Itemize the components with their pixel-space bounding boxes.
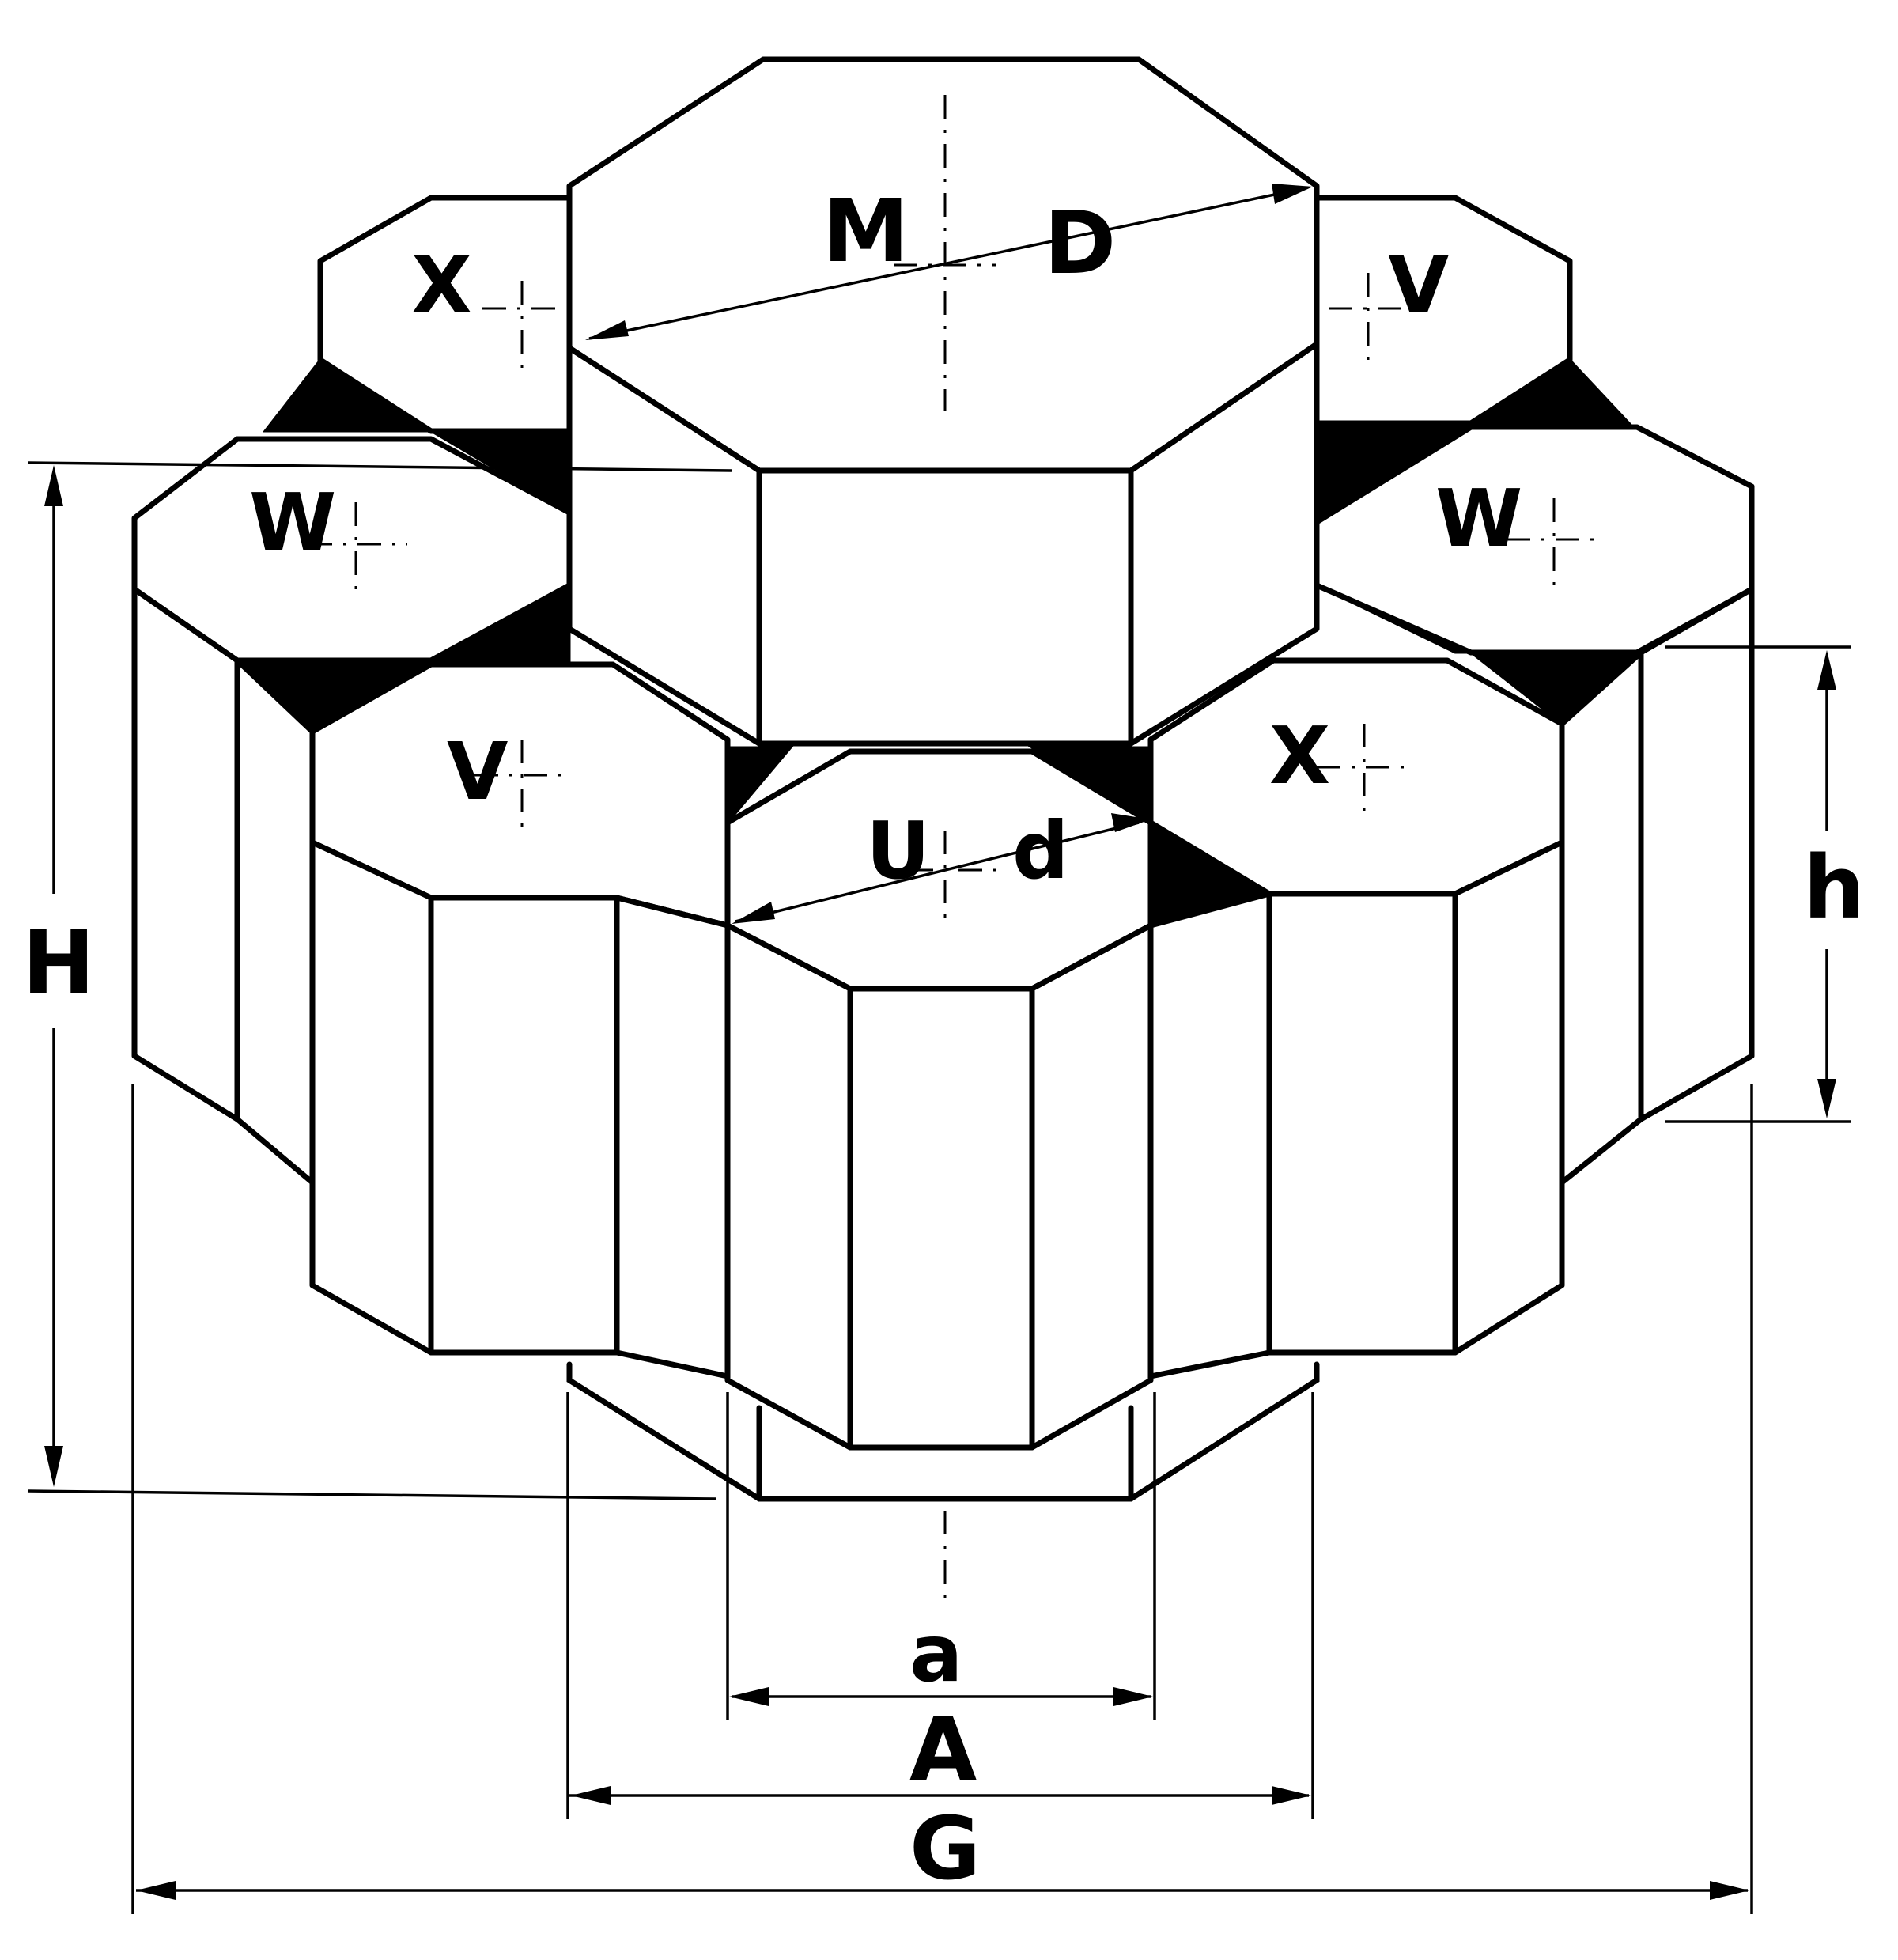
label-dimension-H: H [22,912,95,1013]
cell-u-side-right [1029,922,1154,1451]
cell-w-right-side1 [1638,586,1755,1122]
label-cell-u: U [866,804,930,897]
arrowhead-a-right [1113,1687,1153,1706]
cell-u-side-front [847,986,1035,1451]
label-cell-w-left: W [249,476,336,569]
cell-v-left [309,661,731,1379]
label-dimension-a: a [909,1607,962,1700]
cell-m-base-outline [566,1361,1320,1502]
cell-u-side-left [724,922,853,1451]
arrowhead-D-left [585,320,629,340]
cell-v-left-side2 [428,895,620,1356]
dimension-G [131,1084,1753,1914]
cell-w-right [1314,424,1755,1186]
cell-w-right-side2 [1559,649,1644,1186]
arrowhead-h-top [1817,650,1836,690]
cell-w-left [131,436,573,1186]
cell-m-base [566,1361,1320,1502]
cell-x-right-side1 [1147,891,1272,1379]
arrowhead-G-right [1710,1881,1749,1900]
dimension-h [1665,645,1851,1123]
cell-u [724,748,1154,1451]
cell-w-left-side1 [131,586,240,1122]
dimension-line-d [735,821,1140,923]
dimension-line-D [588,188,1298,340]
cell-m-side-right [1128,341,1320,747]
arrowhead-G-left [136,1881,176,1900]
cell-x-right-side2 [1266,891,1458,1356]
cell-v-left-side3 [614,895,731,1379]
labels: M U V V W W X X D d H h a A G [22,180,1865,1899]
arrowhead-h-bottom [1817,1079,1836,1118]
label-cell-x-left: X [411,239,472,331]
label-cell-v-right: V [1388,239,1449,331]
cell-u-top [724,748,1154,992]
arrowhead-d-left [732,902,775,924]
extension-H-top [27,461,732,472]
label-dimension-h: h [1803,837,1865,938]
label-dimension-D: D [1044,192,1116,293]
dimension-A [566,1392,1314,1819]
diameter-d-small [732,813,1151,924]
arrowhead-A-right [1272,1786,1311,1805]
cell-m-side-front [756,467,1134,747]
label-dimension-G: G [909,1798,981,1899]
label-cell-v-left: V [447,725,508,818]
center-marks [308,95,1601,1606]
arrowhead-a-left [729,1687,769,1706]
cell-x-right [1147,657,1565,1379]
extension-H-bottom [27,1489,716,1500]
diameter-d-large [585,184,1313,340]
label-cell-m: M [822,180,909,282]
arrowhead-d-right [1111,813,1151,832]
label-cell-x-right: X [1269,709,1330,802]
arrowhead-A-left [571,1786,611,1805]
label-cell-w-right: W [1435,472,1522,565]
dimension-H [27,461,732,1500]
arrowhead-D-right [1272,184,1313,204]
cell-m [566,56,1320,747]
cell-w-left-side2 [234,657,316,1186]
cell-x-right-side3 [1452,839,1565,1356]
label-dimension-A: A [909,1699,977,1800]
label-dimension-d: d [1012,804,1069,897]
cell-v-left-side1 [309,839,434,1356]
arrowhead-H-bottom [44,1446,63,1487]
arrowhead-H-top [44,465,63,506]
dimension-a [726,1392,1156,1720]
